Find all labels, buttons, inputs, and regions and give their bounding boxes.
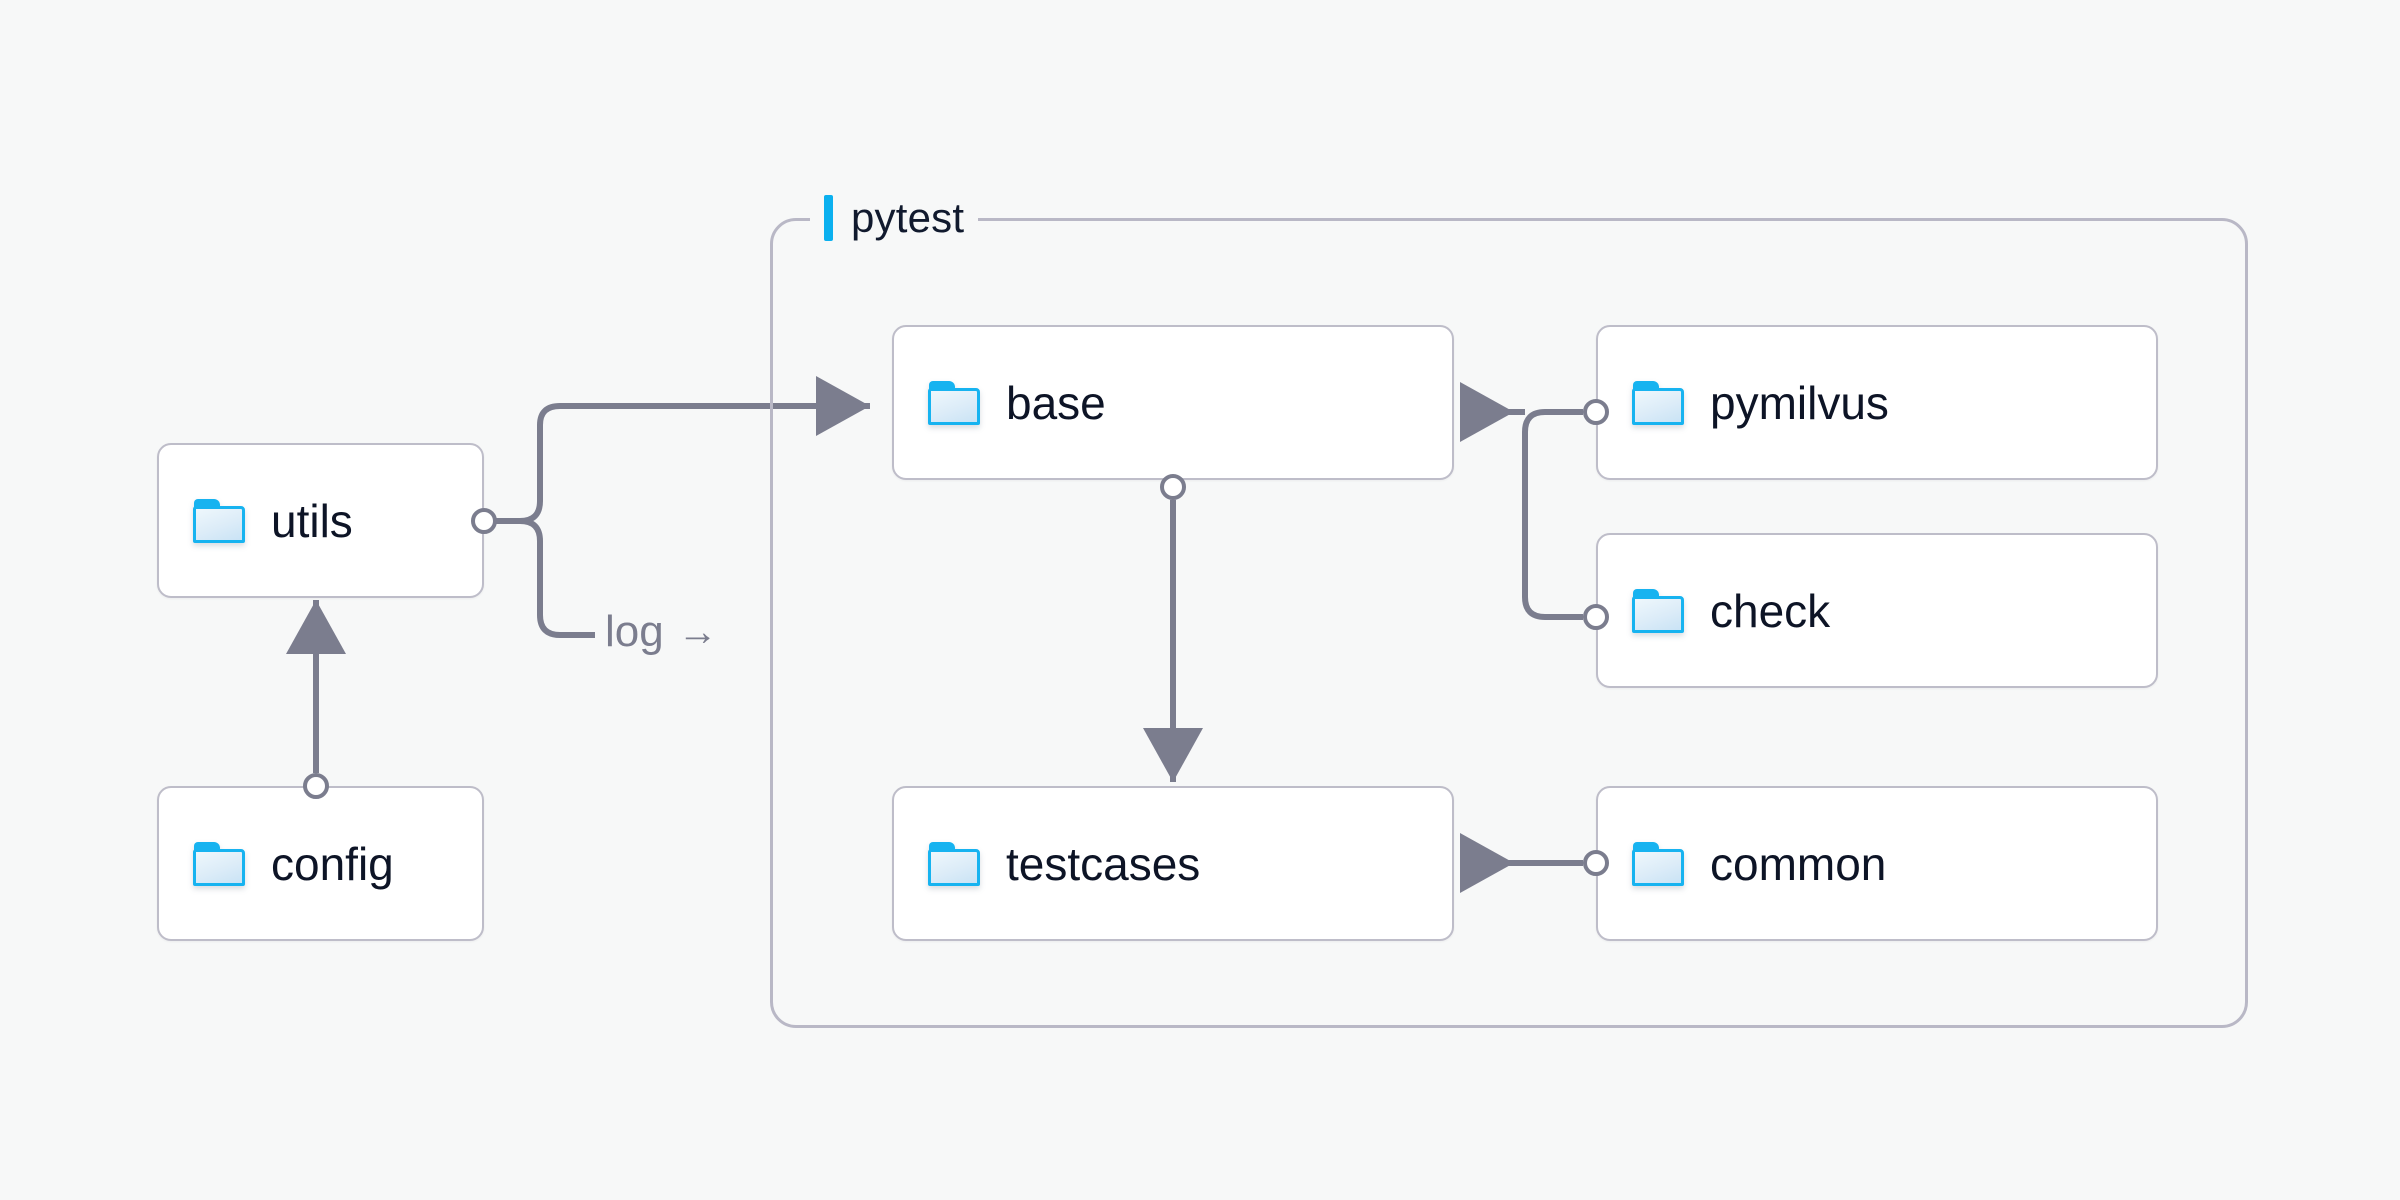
folder-icon xyxy=(928,841,980,886)
folder-icon xyxy=(1632,588,1684,633)
node-common[interactable]: common xyxy=(1596,786,2158,941)
group-pytest-label: pytest xyxy=(810,190,979,246)
group-title: pytest xyxy=(851,194,965,241)
node-label-base: base xyxy=(1006,376,1106,429)
arrow-right-icon: → xyxy=(677,610,718,654)
node-config[interactable]: config xyxy=(157,786,484,941)
accent-bar-icon xyxy=(824,195,833,241)
port-pymilvus-left[interactable] xyxy=(1583,399,1609,425)
edge-label-log: log → xyxy=(605,610,718,654)
port-base-bottom[interactable] xyxy=(1160,474,1186,500)
node-testcases[interactable]: testcases xyxy=(892,786,1454,941)
node-pymilvus[interactable]: pymilvus xyxy=(1596,325,2158,480)
edge-utils-log xyxy=(485,518,595,638)
folder-icon xyxy=(1632,380,1684,425)
node-label-check: check xyxy=(1710,584,1831,637)
node-utils[interactable]: utils xyxy=(157,443,484,598)
node-label-utils: utils xyxy=(271,494,353,547)
group-pytest-box xyxy=(770,218,2248,1028)
node-label-common: common xyxy=(1710,837,1887,890)
node-label-testcases: testcases xyxy=(1006,837,1201,890)
port-utils-right[interactable] xyxy=(471,508,497,534)
node-label-config: config xyxy=(271,837,394,890)
folder-icon xyxy=(193,841,245,886)
node-check[interactable]: check xyxy=(1596,533,2158,688)
port-config-top[interactable] xyxy=(303,773,329,799)
folder-icon xyxy=(1632,841,1684,886)
port-check-left[interactable] xyxy=(1583,604,1609,630)
folder-icon xyxy=(193,498,245,543)
port-common-left[interactable] xyxy=(1583,850,1609,876)
edge-label-log-text: log xyxy=(605,607,664,656)
folder-icon xyxy=(928,380,980,425)
node-base[interactable]: base xyxy=(892,325,1454,480)
node-label-pymilvus: pymilvus xyxy=(1710,376,1889,429)
